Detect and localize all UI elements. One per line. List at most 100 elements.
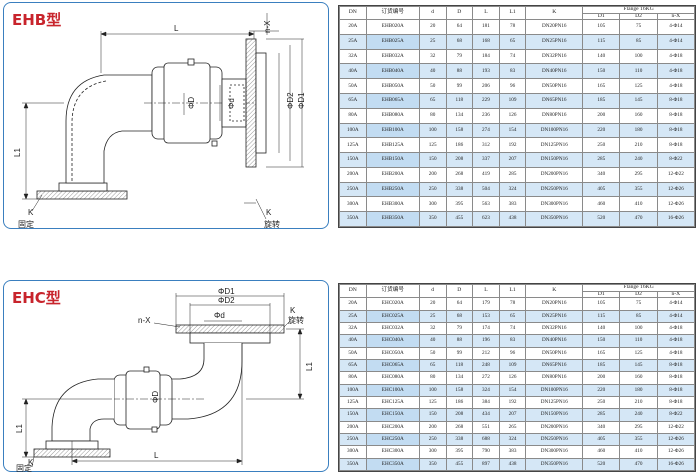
table-cell: 110 xyxy=(619,334,658,348)
col-header-D1: D1 xyxy=(582,12,621,21)
table-cell: EHC065A xyxy=(365,358,420,373)
table-cell: EHB100A xyxy=(365,122,420,139)
table-cell: DN300PN16 xyxy=(525,445,584,459)
table-cell: EHC020A xyxy=(365,297,420,311)
table-cell: 126 xyxy=(498,371,527,385)
table-cell: 150 xyxy=(418,408,447,422)
table-cell: 83 xyxy=(498,334,527,348)
table-cell: EHB350A xyxy=(365,211,420,227)
col-header-d: d xyxy=(418,5,447,21)
table-cell: 25A xyxy=(339,309,367,323)
table-cell: 206 xyxy=(472,78,500,95)
col-header-dn: DN xyxy=(339,5,367,21)
table-cell: 897 xyxy=(472,457,500,472)
table-cell: 410 xyxy=(619,445,658,459)
table-cell: 125A xyxy=(339,137,367,154)
table-cell: 193 xyxy=(472,63,500,80)
table-cell: 88 xyxy=(445,63,474,80)
table-cell: 65 xyxy=(498,309,527,323)
table-cell: 40 xyxy=(418,63,447,80)
table-cell: EHB040A xyxy=(365,63,420,80)
table-cell: 186 xyxy=(445,395,474,410)
col-header-D2: D2 xyxy=(619,290,658,299)
table-cell: 208 xyxy=(445,408,474,422)
table-cell: 125 xyxy=(418,137,447,154)
table-cell: 350 xyxy=(418,457,447,472)
ehc-dim-L: L xyxy=(154,451,159,460)
table-cell: 50 xyxy=(418,346,447,360)
table-cell: 168 xyxy=(472,33,500,50)
table-cell: EHC350A xyxy=(365,457,420,472)
table-cell: 383 xyxy=(498,196,527,213)
ehc-dim-D1: ΦD1 xyxy=(218,287,235,296)
table-cell: 192 xyxy=(498,395,527,410)
table-cell: 12-Φ26 xyxy=(656,445,696,459)
table-cell: 220 xyxy=(582,122,621,139)
table-cell: DN20PN16 xyxy=(525,297,584,311)
table-cell: 68 xyxy=(445,309,474,323)
col-header-D: D xyxy=(445,5,474,21)
table-cell: 355 xyxy=(619,181,658,198)
table-cell: 285 xyxy=(498,166,527,183)
table-cell: 338 xyxy=(445,181,474,198)
table-cell: EHB020A xyxy=(365,19,420,35)
table-cell: 395 xyxy=(445,196,474,213)
table-cell: 434 xyxy=(472,408,500,422)
table-cell: 65 xyxy=(498,33,527,50)
ehb-label-rotate: 旋转 xyxy=(264,219,280,229)
table-cell: 337 xyxy=(472,152,500,168)
table-cell: 300 xyxy=(418,445,447,459)
table-cell: 470 xyxy=(619,211,658,227)
table-cell: DN200PN16 xyxy=(525,420,584,434)
col-header-D1: D1 xyxy=(582,290,621,299)
table-cell: 20 xyxy=(418,297,447,311)
col-header-d: d xyxy=(418,283,447,299)
table-cell: EHC040A xyxy=(365,334,420,348)
table-cell: 105 xyxy=(582,297,621,311)
table-cell: 438 xyxy=(498,211,527,227)
col-header-L1: L1 xyxy=(498,283,527,299)
table-cell: 300 xyxy=(418,196,447,213)
table-cell: 220 xyxy=(582,383,621,397)
table-cell: 145 xyxy=(619,358,658,373)
table-cell: 65 xyxy=(418,358,447,373)
table-cell: DN250PN16 xyxy=(525,181,584,198)
table-cell: EHB300A xyxy=(365,196,420,213)
ehb-drawing: L L1 n-X Φd ΦD ΦD2 ΦD1 K 固定 K 旋转 xyxy=(13,13,306,229)
table-cell: 250 xyxy=(582,137,621,154)
table-cell: 240 xyxy=(619,152,658,168)
table-cell: 4-Φ18 xyxy=(656,346,696,360)
table-cell: 65 xyxy=(418,93,447,109)
table-cell: EHC025A xyxy=(365,309,420,323)
table-cell: DN25PN16 xyxy=(525,309,584,323)
table-cell: 78 xyxy=(498,19,527,35)
ehb-dim-d: Φd xyxy=(227,98,236,109)
table-cell: 250A xyxy=(339,432,367,447)
table-cell: 134 xyxy=(445,371,474,385)
table-cell: 520 xyxy=(582,457,621,472)
table-cell: 125 xyxy=(418,395,447,410)
table-cell: 8-Φ18 xyxy=(656,107,696,124)
table-cell: 83 xyxy=(498,63,527,80)
table-cell: 324 xyxy=(472,383,500,397)
table-cell: DN40PN16 xyxy=(525,63,584,80)
table-cell: 250A xyxy=(339,181,367,198)
col-header-flange: Flange 16KG xyxy=(582,6,695,14)
table-cell: 118 xyxy=(445,358,474,373)
table-cell: EHB050A xyxy=(365,78,420,95)
table-cell: 185 xyxy=(582,358,621,373)
table-cell: 118 xyxy=(445,93,474,109)
table-cell: 115 xyxy=(582,33,621,50)
table-cell: 158 xyxy=(445,122,474,139)
table-cell: 340 xyxy=(582,420,621,434)
table-cell: 200 xyxy=(418,420,447,434)
table-cell: EHB025A xyxy=(365,33,420,50)
table-cell: DN100PN16 xyxy=(525,122,584,139)
table-cell: 300A xyxy=(339,196,367,213)
